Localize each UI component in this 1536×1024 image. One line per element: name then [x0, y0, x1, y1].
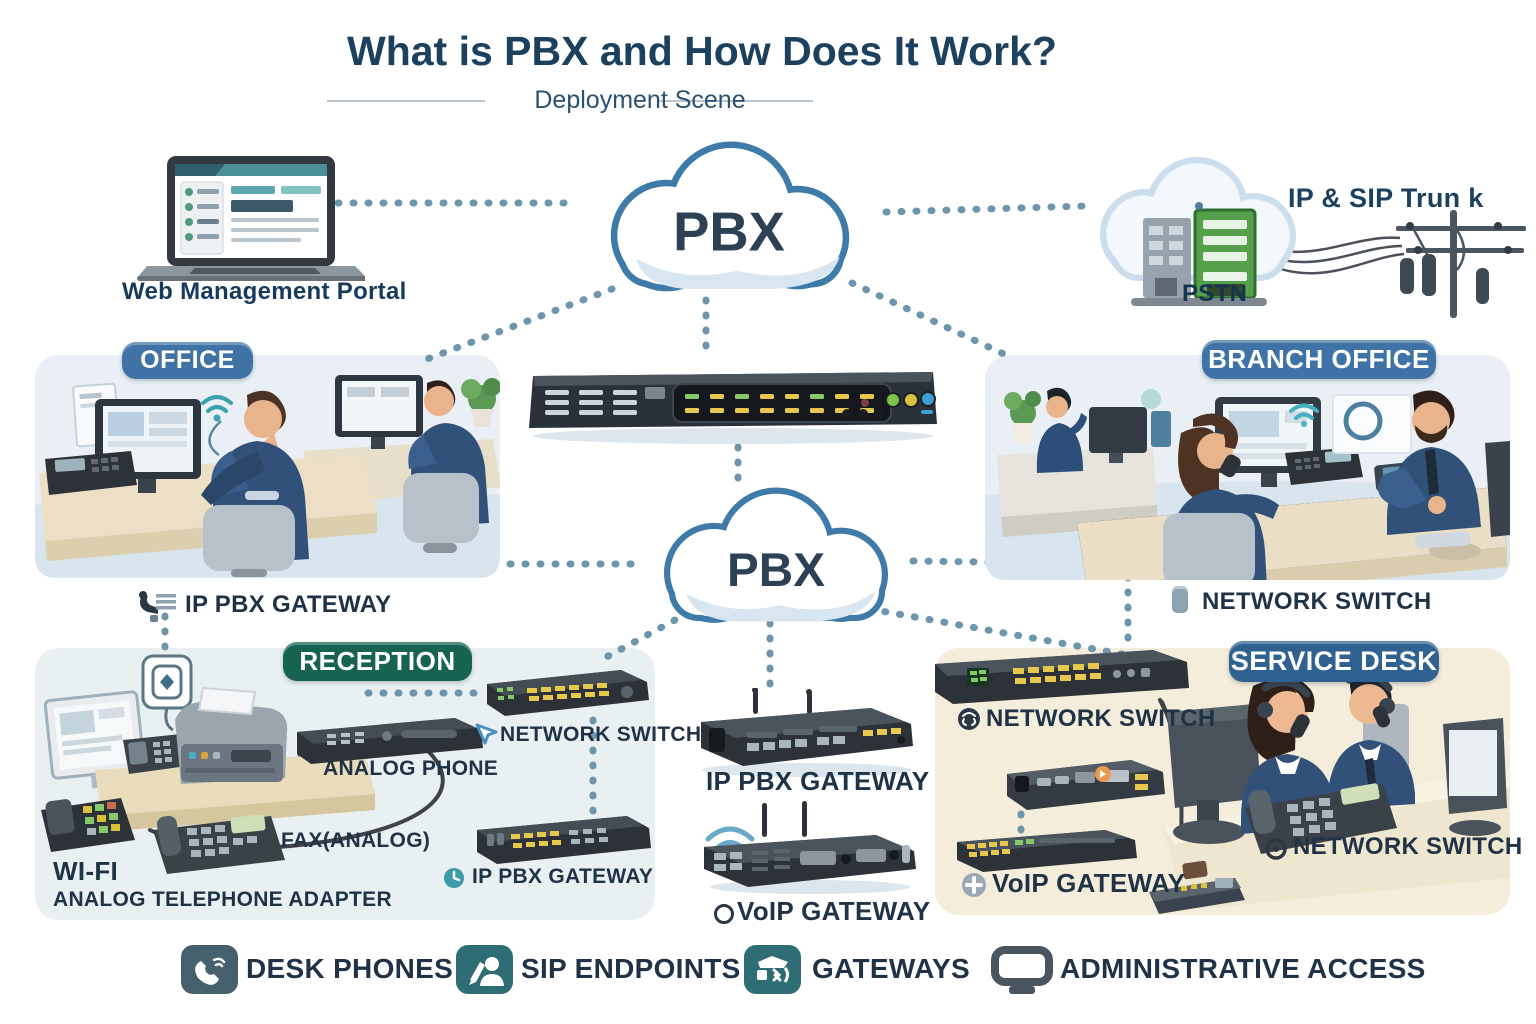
clock-icon: [444, 868, 464, 888]
desk-phones-tile: [181, 945, 238, 994]
reception-switch-label: NETWORK SWITCH: [500, 723, 702, 746]
pbx-cloud-top-label: PBX: [673, 202, 785, 263]
wifi-label: WI-FI: [53, 856, 119, 886]
ip-pbx-gateway-icon: [139, 591, 176, 622]
fax-label: FAX(ANALOG): [281, 829, 431, 852]
ata-label: ANALOG TELEPHONE ADAPTER: [53, 888, 392, 911]
location-pin-icon: [1265, 838, 1287, 860]
desk-phones-label: DESK PHONES: [246, 953, 454, 984]
office-badge: OFFICE: [122, 342, 253, 379]
branch-switch-label: NETWORK SWITCH: [1202, 588, 1432, 615]
sip-endpoint-icon: [468, 956, 504, 986]
service-desk-badge: SERVICE DESK: [1229, 641, 1439, 682]
center-gateway-label: IP PBX GATEWAY: [706, 766, 930, 796]
service-voip-device: [957, 830, 1137, 872]
ring-icon: [714, 904, 734, 924]
branch-person-man: [1378, 390, 1481, 535]
reception-fax-printer: [175, 686, 288, 784]
branch-person-standing: [1036, 387, 1087, 473]
gateways-tile: [744, 945, 801, 994]
reception-fax-phone: [153, 814, 285, 874]
sip-endpoints-label: SIP ENDPOINTS: [521, 953, 741, 984]
pstn-buildings: [1131, 202, 1267, 306]
reception-ata-phone: [41, 798, 135, 852]
branch-office-badge: BRANCH OFFICE: [1202, 340, 1436, 379]
page-title: What is PBX and How Does It Work?: [347, 28, 1057, 74]
gateway-icon: [756, 955, 789, 983]
admin-access-label: ADMINISTRATIVE ACCESS: [1060, 953, 1426, 984]
reception-analog-phone-device: [297, 718, 483, 764]
desk-phone-icon: [194, 957, 225, 985]
web-portal-label: Web Management Portal: [122, 278, 407, 305]
reception-monitor: [43, 690, 146, 789]
reception-network-switch-device: [487, 670, 649, 716]
service-switch-right-label: NETWORK SWITCH: [1293, 833, 1523, 860]
service-mid-device: [1007, 760, 1165, 810]
web-portal-laptop: [137, 156, 365, 281]
reception-phone-small: [123, 734, 187, 774]
pbx-rack-appliance: [529, 372, 937, 444]
network-switch-icon: [1172, 586, 1188, 613]
analog-phone-label: ANALOG PHONE: [323, 757, 499, 780]
gateways-label: GATEWAYS: [812, 953, 970, 984]
sip-endpoints-tile: [456, 945, 513, 994]
pbx-cloud-center: PBX: [663, 487, 889, 623]
subtitle-rule-left: [327, 100, 485, 102]
reception-badge: RECEPTION: [283, 642, 472, 681]
service-desk-phone: [1245, 783, 1397, 854]
wifi-icon: [201, 395, 233, 413]
utility-pole: [1396, 210, 1526, 318]
service-switch-top-label: NETWORK SWITCH: [986, 705, 1216, 732]
office-scene: [35, 375, 500, 578]
service-desk-scene: [935, 650, 1510, 914]
cursor-icon: [475, 723, 498, 745]
reception-gateway-device: [477, 816, 651, 864]
reception-gateway-label: IP PBX GATEWAY: [472, 865, 654, 888]
service-monitor: [1167, 704, 1261, 844]
center-ip-pbx-gateway-device: [701, 688, 913, 777]
admin-access-icon: [991, 946, 1053, 994]
service-console-device: [1149, 860, 1245, 914]
admin-access-tile: [991, 946, 1053, 996]
page-subtitle: Deployment Scene: [534, 86, 746, 114]
service-voip-label: VoIP GATEWAY: [992, 868, 1186, 898]
phone-circle-icon: [958, 708, 980, 730]
pstn-label: PSTN: [1182, 280, 1248, 307]
reception-scene: [41, 654, 651, 874]
office-gateway-label: IP PBX GATEWAY: [185, 591, 392, 618]
pbx-cloud-center-label: PBX: [727, 544, 825, 597]
trunk-label: IP & SIP Trun k: [1288, 183, 1484, 213]
branch-office-scene: [985, 387, 1510, 580]
pbx-cloud-top: PBX: [610, 141, 850, 292]
service-switch-device-top: [935, 650, 1189, 704]
center-voip-label: VoIP GATEWAY: [737, 896, 931, 926]
center-voip-gateway-device: [704, 801, 916, 894]
office-desk-phone: [45, 451, 137, 495]
subtitle-rule-right: [657, 100, 813, 102]
wall-outlet-icon: [141, 654, 193, 732]
plus-circle-icon: [962, 873, 986, 897]
pstn-cloud: [1100, 157, 1296, 306]
